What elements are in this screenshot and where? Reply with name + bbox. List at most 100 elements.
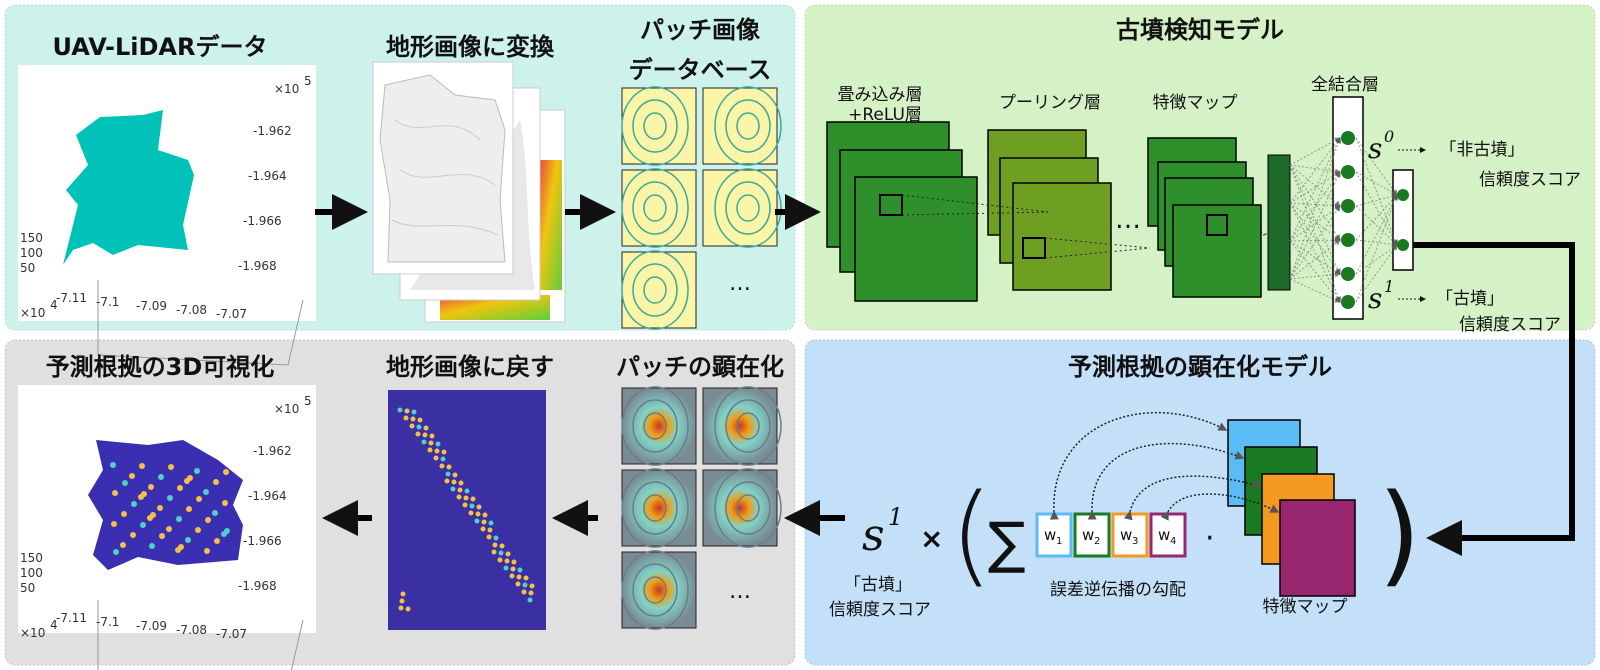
hotspot <box>213 479 219 485</box>
z-tick-label: 50 <box>20 581 35 595</box>
times-symbol: × <box>920 522 943 555</box>
hotspot <box>427 447 433 453</box>
contour-line <box>632 263 678 317</box>
x-tick-label: -7.11 <box>56 611 87 625</box>
fc-connection <box>1289 202 1341 275</box>
contour-line <box>632 99 678 153</box>
gradient-arcs <box>1049 411 1280 521</box>
lidar-3d-plot: -1.962-1.964-1.966-1.968-7.11-7.1-7.09-7… <box>18 65 316 366</box>
hotspot <box>110 462 116 468</box>
hotspot <box>441 449 447 455</box>
hotspot <box>195 527 201 533</box>
s0-symbol: s <box>1368 132 1382 165</box>
hotspot <box>529 583 535 589</box>
hotspot <box>168 464 174 470</box>
output-connection <box>1355 137 1399 246</box>
hotspot <box>456 494 462 500</box>
hotspot <box>476 504 482 510</box>
weight-box-2 <box>1073 512 1111 558</box>
y-exponent-base: ×10 <box>274 402 299 416</box>
hotspot <box>463 495 469 501</box>
hotspot <box>409 423 415 429</box>
s0-class-label: 「非古墳」 <box>1440 140 1525 160</box>
hotspot <box>410 416 416 422</box>
hotspot <box>521 589 527 595</box>
y-tick-label: -1.964 <box>248 489 287 503</box>
hotspot <box>204 548 210 554</box>
hotspot <box>130 532 136 538</box>
hotspot <box>435 441 441 447</box>
weight-symbol: w <box>1044 526 1056 544</box>
contour-line <box>714 386 782 466</box>
viz3d-title: 予測根拠の3D可視化 <box>46 353 275 381</box>
hotspot <box>445 471 451 477</box>
hotspot <box>399 598 405 604</box>
fc-connection <box>1289 137 1341 242</box>
hotspot <box>498 550 504 556</box>
hotspot <box>470 496 476 502</box>
hotspot <box>187 475 193 481</box>
contour-line <box>632 481 678 535</box>
y-tick-label: -1.966 <box>243 534 282 548</box>
hotspot <box>421 439 427 445</box>
patch-image <box>702 169 778 247</box>
contour-line <box>643 494 667 522</box>
patch-ellipsis: … <box>729 271 751 296</box>
hotspot <box>474 518 480 524</box>
hotspot <box>159 533 165 539</box>
hotspot <box>517 567 523 573</box>
hotspot <box>528 590 534 596</box>
y-exponent: 5 <box>304 394 312 408</box>
output-connection <box>1355 194 1399 303</box>
hotspot <box>214 538 220 544</box>
hotspot <box>491 549 497 555</box>
pool-label: プーリング層 <box>999 93 1101 113</box>
terrain-image-stack <box>372 61 566 323</box>
fc-neuron <box>1341 165 1355 179</box>
weight-symbol: w <box>1158 526 1170 544</box>
fc-neuron <box>1341 267 1355 281</box>
hotspot <box>405 606 411 612</box>
hotspot <box>131 501 137 507</box>
y-tick-label: -1.962 <box>253 124 292 138</box>
hotspot <box>492 542 498 548</box>
x-tick-label: -7.1 <box>96 615 119 629</box>
contour-line <box>621 86 689 166</box>
hotspot <box>139 463 145 469</box>
z-tick-label: 150 <box>20 231 43 245</box>
close-paren: ) <box>1378 470 1421 598</box>
y-tick-label: -1.968 <box>238 579 277 593</box>
open-paren: ( <box>950 470 993 598</box>
hotspot <box>398 605 404 611</box>
saliency-feature-label: 特徴マップ <box>1263 597 1348 617</box>
hotspot <box>457 487 463 493</box>
hotspot <box>481 519 487 525</box>
x-exponent-base: ×10 <box>20 306 45 320</box>
hotspot <box>486 534 492 540</box>
s1-superscript: 1 <box>1384 277 1394 296</box>
gradient-label: 誤差逆伝播の勾配 <box>1050 580 1186 600</box>
fc-connection <box>1289 205 1341 280</box>
hotspot <box>446 464 452 470</box>
flatten-layer <box>1267 154 1291 291</box>
x-tick-label: -7.08 <box>176 623 207 637</box>
saliency-terrain-image <box>388 390 546 630</box>
contour-line <box>643 576 667 604</box>
hotspot <box>434 448 440 454</box>
plot-axes <box>97 600 304 670</box>
hotspot <box>468 510 474 516</box>
hotspot <box>422 432 428 438</box>
hotspot <box>482 512 488 518</box>
patch-db-title-2: データベース <box>629 56 772 84</box>
weight-subscript: 2 <box>1094 536 1100 547</box>
hotspot <box>417 417 423 423</box>
hotspot <box>504 558 510 564</box>
x-tick-label: -7.09 <box>136 619 167 633</box>
output-connection <box>1355 205 1398 246</box>
weight-subscript: 4 <box>1170 536 1176 547</box>
contour-line <box>632 563 678 617</box>
x-exponent-base: ×10 <box>20 626 45 640</box>
hotspot <box>223 469 229 475</box>
x-tick-label: -7.1 <box>96 295 119 309</box>
